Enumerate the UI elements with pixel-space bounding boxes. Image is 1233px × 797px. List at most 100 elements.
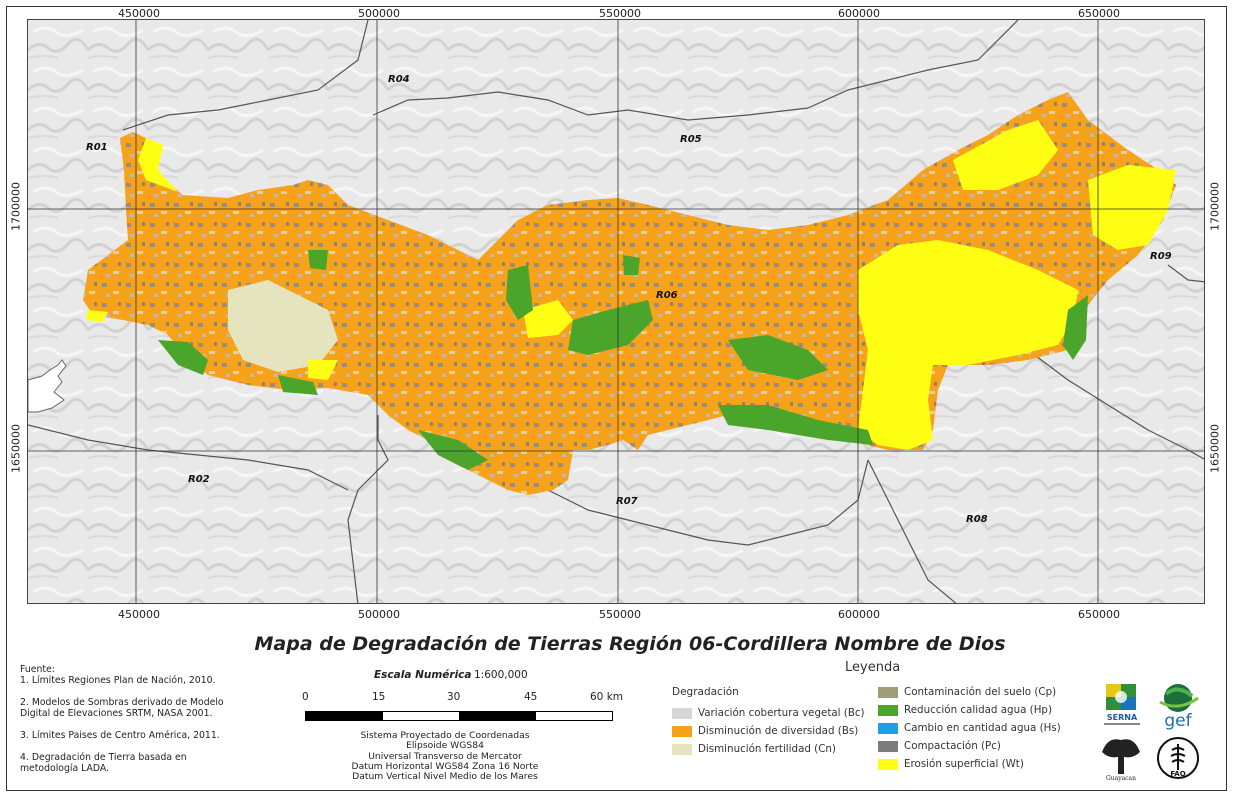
bottom-coord-5: 650000 bbox=[1078, 608, 1120, 621]
legend-label-hs: Cambio en cantidad agua (Hs) bbox=[904, 722, 1061, 734]
top-coord-2: 500000 bbox=[358, 7, 400, 20]
sources-header: Fuente: bbox=[20, 664, 55, 675]
region-label-r01: R01 bbox=[86, 142, 108, 153]
scale-tick-30: 30 bbox=[447, 691, 461, 703]
legend-swatch-hp bbox=[878, 704, 898, 716]
region-label-r08: R08 bbox=[966, 514, 988, 525]
legend-label-pc: Compactación (Pc) bbox=[904, 740, 1001, 752]
source-item-1: 1. Límites Regiones Plan de Nación, 2010… bbox=[20, 675, 216, 686]
guayacan-logo: Guayacan bbox=[1102, 739, 1140, 782]
legend-swatch-cp bbox=[878, 686, 898, 698]
legend-label-hp: Reducción calidad agua (Hp) bbox=[904, 704, 1052, 716]
right-coord-2: 1650000 bbox=[1208, 424, 1222, 473]
region-label-r06: R06 bbox=[656, 290, 678, 301]
bottom-coord-1: 450000 bbox=[118, 608, 160, 621]
top-coord-1: 450000 bbox=[118, 7, 160, 20]
fao-logo: FAO bbox=[1157, 737, 1199, 779]
legend-label-cp: Contaminación del suelo (Cp) bbox=[904, 686, 1057, 698]
erosion-patch-r01 bbox=[138, 138, 178, 192]
hp-patch-2 bbox=[278, 375, 318, 395]
region-boundaries bbox=[28, 20, 1204, 603]
erosion-patch-center bbox=[523, 300, 573, 338]
erosion-patch-east bbox=[1088, 165, 1176, 250]
legend-swatch-bs bbox=[672, 725, 692, 737]
projection-line-5: Datum Vertical Nivel Medio de los Mares bbox=[352, 771, 538, 783]
legend-swatch-cn bbox=[672, 743, 692, 755]
erosion-patch-ne bbox=[953, 120, 1058, 190]
legend-item-pc: Compactación (Pc) bbox=[878, 740, 1001, 752]
scale-bar bbox=[305, 711, 613, 721]
fao-logo-text: FAO bbox=[1170, 770, 1185, 778]
guayacan-logo-text: Guayacan bbox=[1106, 775, 1136, 782]
bottom-coord-4: 600000 bbox=[838, 608, 880, 621]
legend-swatch-wt bbox=[878, 758, 898, 770]
legend-swatch-pc bbox=[878, 740, 898, 752]
legend-item-bc: Variación cobertura vegetal (Bc) bbox=[672, 707, 865, 719]
scale-ratio: 1:600,000 bbox=[474, 669, 528, 681]
map-title: Mapa de Degradación de Tierras Región 06… bbox=[254, 633, 1006, 655]
hp-patch-4 bbox=[568, 300, 653, 355]
right-coord-1: 1700000 bbox=[1208, 182, 1222, 231]
serna-logo-text: SERNA bbox=[1107, 713, 1138, 722]
gef-logo-text: gef bbox=[1164, 711, 1192, 730]
map-sheet-frame bbox=[6, 6, 1227, 791]
hp-patch-3 bbox=[506, 265, 533, 320]
source-item-3: 3. Límites Paises de Centro América, 201… bbox=[20, 730, 220, 741]
source-item-4: 4. Degradación de Tierra basada en metod… bbox=[20, 752, 187, 774]
scale-tick-60: 60 km bbox=[590, 691, 624, 703]
hp-patch-1 bbox=[158, 340, 208, 375]
hp-patch-8 bbox=[1063, 295, 1088, 360]
erosion-patch-west bbox=[86, 310, 108, 322]
erosion-patch-r06-east bbox=[858, 240, 1078, 450]
projection-line-1: Sistema Proyectado de Coordenadas bbox=[360, 730, 530, 741]
erosion-patch-r02 bbox=[308, 360, 338, 380]
projection-info: Sistema Proyectado de Coordenadas Elipso… bbox=[330, 730, 560, 783]
hp-patch-10 bbox=[623, 255, 640, 275]
scale-tick-15: 15 bbox=[372, 691, 386, 703]
legend-item-bs: Disminución de diversidad (Bs) bbox=[672, 725, 858, 737]
legend-title: Leyenda bbox=[845, 660, 901, 675]
serna-logo: SERNA bbox=[1104, 684, 1140, 725]
projection-line-3: Universal Transverso de Mercator bbox=[368, 750, 522, 762]
legend-swatch-hs bbox=[878, 722, 898, 734]
top-coord-3: 550000 bbox=[599, 7, 641, 20]
legend-label-bc: Variación cobertura vegetal (Bc) bbox=[698, 707, 865, 719]
region-label-r04: R04 bbox=[388, 74, 410, 85]
map-view[interactable]: R01 R02 R04 R05 R06 R07 R08 R09 bbox=[27, 19, 1205, 604]
legend-label-bs: Disminución de diversidad (Bs) bbox=[698, 725, 859, 737]
region-label-r07: R07 bbox=[616, 496, 638, 507]
region-label-r02: R02 bbox=[188, 474, 210, 485]
hp-patch-5 bbox=[728, 335, 828, 380]
scale-tick-0: 0 bbox=[302, 691, 309, 703]
scale-tick-45: 45 bbox=[524, 691, 538, 703]
legend-item-wt: Erosión superficial (Wt) bbox=[878, 758, 1024, 770]
coordinate-grid bbox=[28, 20, 1204, 603]
left-coord-2: 1650000 bbox=[9, 424, 23, 473]
source-item-2: 2. Modelos de Sombras derivado de Modelo… bbox=[20, 697, 224, 719]
legend-item-hp: Reducción calidad agua (Hp) bbox=[878, 704, 1052, 716]
map-canvas: R01 R02 R04 R05 R06 R07 R08 R09 bbox=[28, 20, 1204, 603]
top-coord-5: 650000 bbox=[1078, 7, 1120, 20]
hp-patch-9 bbox=[308, 250, 328, 270]
bottom-coord-3: 550000 bbox=[599, 608, 641, 621]
projection-line-2: Elipsoide WGS84 bbox=[406, 740, 484, 752]
legend-item-cp: Contaminación del suelo (Cp) bbox=[878, 686, 1056, 698]
legend-label-wt: Erosión superficial (Wt) bbox=[904, 758, 1024, 770]
hp-patch-6 bbox=[718, 405, 873, 445]
hp-patch-7 bbox=[418, 430, 488, 470]
legend-item-cn: Disminución fertilidad (Cn) bbox=[672, 743, 836, 755]
top-coord-4: 600000 bbox=[838, 7, 880, 20]
bottom-coord-2: 500000 bbox=[358, 608, 400, 621]
left-coord-1: 1700000 bbox=[9, 182, 23, 231]
legend-item-hs: Cambio en cantidad agua (Hs) bbox=[878, 722, 1061, 734]
gef-logo: gef bbox=[1159, 684, 1199, 730]
sources-block: Fuente: 1. Límites Regiones Plan de Naci… bbox=[20, 664, 280, 774]
scale-label: Escala Numérica bbox=[374, 669, 472, 681]
region-label-r09: R09 bbox=[1150, 251, 1172, 262]
region-label-r05: R05 bbox=[680, 134, 702, 145]
legend-group-title: Degradación bbox=[672, 686, 739, 698]
degradation-cn bbox=[228, 280, 338, 372]
legend-label-cn: Disminución fertilidad (Cn) bbox=[698, 743, 836, 755]
legend-swatch-bc bbox=[672, 707, 692, 719]
lake bbox=[28, 359, 67, 413]
